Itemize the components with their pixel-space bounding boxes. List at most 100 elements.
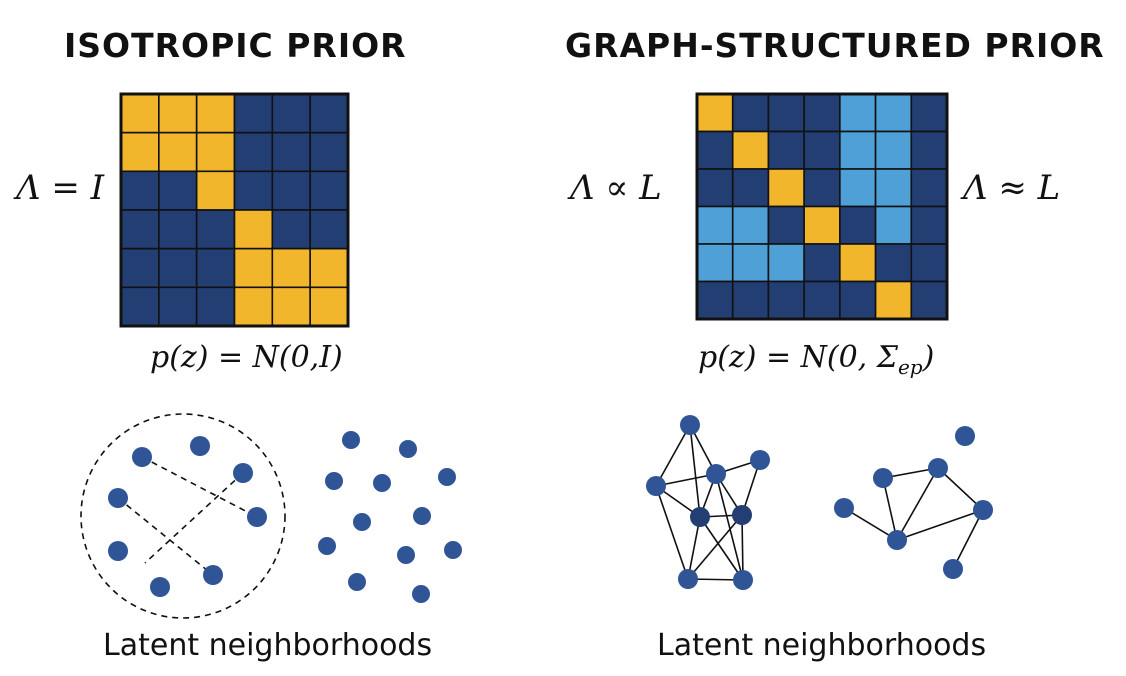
isotropic-matrix-border (119, 92, 350, 328)
graph-matrix-cell (767, 130, 805, 170)
graph-matrix-cell (910, 243, 948, 283)
latent-node (108, 488, 128, 508)
lambda-approx-label: Λ ≈ L (963, 168, 1061, 208)
isotropic-latent-cluster (80, 413, 286, 619)
graph-matrix-cell (910, 280, 948, 320)
isotropic-matrix-cell (271, 93, 311, 134)
latent-node (325, 472, 343, 490)
graph-prior-formula-subscript: ep (897, 355, 923, 379)
latent-node (132, 447, 152, 467)
isotropic-matrix-cell (271, 209, 311, 250)
latent-neighborhood-boundary (80, 413, 286, 619)
latent-node (373, 474, 391, 492)
graph-matrix-cell (731, 93, 770, 133)
isotropic-matrix-cell (233, 170, 274, 211)
latent-node (733, 570, 753, 590)
latent-node (203, 565, 223, 585)
graph-matrix-cell (874, 243, 913, 283)
isotropic-matrix-cell (120, 209, 160, 250)
graph-matrix-cell (839, 93, 877, 133)
graph-matrix-cell (874, 93, 913, 133)
graph-structured-prior-title: GRAPH-STRUCTURED PRIOR (565, 26, 1105, 65)
graph-matrix-cell (803, 243, 841, 283)
isotropic-matrix-cell (309, 93, 349, 134)
latent-node (444, 541, 462, 559)
isotropic-matrix-cell (271, 247, 311, 289)
latent-node (412, 585, 430, 603)
latent-node (873, 468, 893, 488)
isotropic-matrix-cell (158, 209, 198, 250)
latent-node (690, 507, 710, 527)
graph-matrix-cell (767, 168, 805, 208)
latent-node (750, 450, 770, 470)
latent-node (342, 431, 360, 449)
isotropic-matrix-cell (120, 170, 160, 211)
left-latent-neighborhoods-caption: Latent neighborhoods (103, 628, 433, 663)
graph-matrix-cell (696, 280, 734, 320)
latent-node (732, 505, 752, 525)
isotropic-matrix-cell (195, 131, 236, 173)
isotropic-matrix-cell (158, 286, 198, 327)
graph-prior-formula: p(z) = N(0, Σep) (698, 340, 934, 379)
latent-node (955, 426, 975, 446)
graph-precision-matrix (695, 92, 949, 321)
isotropic-matrix-cell (195, 170, 236, 211)
graph-matrix-cell (803, 280, 841, 320)
latent-node (413, 507, 431, 525)
lambda-identity-label: Λ = I (16, 168, 105, 208)
graph-matrix-cell (767, 205, 805, 245)
graph-matrix-cell (696, 243, 734, 283)
graph-matrix-cell (803, 168, 841, 208)
isotropic-matrix-cell (309, 170, 349, 211)
latent-node (399, 440, 417, 458)
graph-matrix-cell (803, 130, 841, 170)
isotropic-matrix-cell (120, 93, 160, 134)
graph-matrix-cell (910, 93, 948, 133)
latent-node (353, 513, 371, 531)
graph-matrix-cell (696, 93, 734, 133)
graph-latent-nodes-1 (646, 415, 770, 590)
isotropic-matrix-cell (158, 131, 198, 173)
right-latent-neighborhoods-caption: Latent neighborhoods (657, 628, 987, 663)
isotropic-matrix-cell (233, 93, 274, 134)
latent-node (834, 498, 854, 518)
graph-matrix-cell (696, 130, 734, 170)
graph-matrix-cell (839, 168, 877, 208)
lambda-proportional-label: Λ ∝ L (570, 168, 662, 208)
isotropic-matrix-cell (309, 131, 349, 173)
isotropic-prior-formula: p(z) = N(0,I) (150, 340, 343, 375)
isotropic-scattered-nodes (318, 431, 462, 603)
isotropic-matrix-cell (233, 209, 274, 250)
latent-node (646, 476, 666, 496)
graph-matrix-cell (910, 130, 948, 170)
graph-matrix-cell (910, 205, 948, 245)
latent-node (928, 458, 948, 478)
graph-matrix-cell (731, 243, 770, 283)
latent-node (348, 573, 366, 591)
graph-latent-cluster-1 (655, 424, 761, 581)
isotropic-matrix-cell (271, 170, 311, 211)
latent-node (943, 559, 963, 579)
graph-matrix-cell (696, 168, 734, 208)
latent-node (397, 546, 415, 564)
graph-matrix-cell (839, 130, 877, 170)
latent-node (150, 577, 170, 597)
graph-latent-nodes-2 (834, 426, 993, 579)
isotropic-matrix-cell (120, 131, 160, 173)
latent-node (887, 530, 907, 550)
graph-matrix-cell (696, 205, 734, 245)
isotropic-matrix-cell (195, 247, 236, 289)
latent-node (190, 436, 210, 456)
latent-node (247, 507, 267, 527)
isotropic-matrix-cell (309, 209, 349, 250)
graph-matrix-cell (767, 280, 805, 320)
isotropic-matrix-cell (309, 286, 349, 327)
latent-node (233, 463, 253, 483)
graph-matrix-border (695, 92, 949, 321)
isotropic-matrix-cell (309, 247, 349, 289)
isotropic-matrix-cell (120, 247, 160, 289)
dashed-edge (144, 472, 244, 564)
graph-prior-formula-close: ) (922, 340, 935, 375)
graph-matrix-cell (767, 93, 805, 133)
